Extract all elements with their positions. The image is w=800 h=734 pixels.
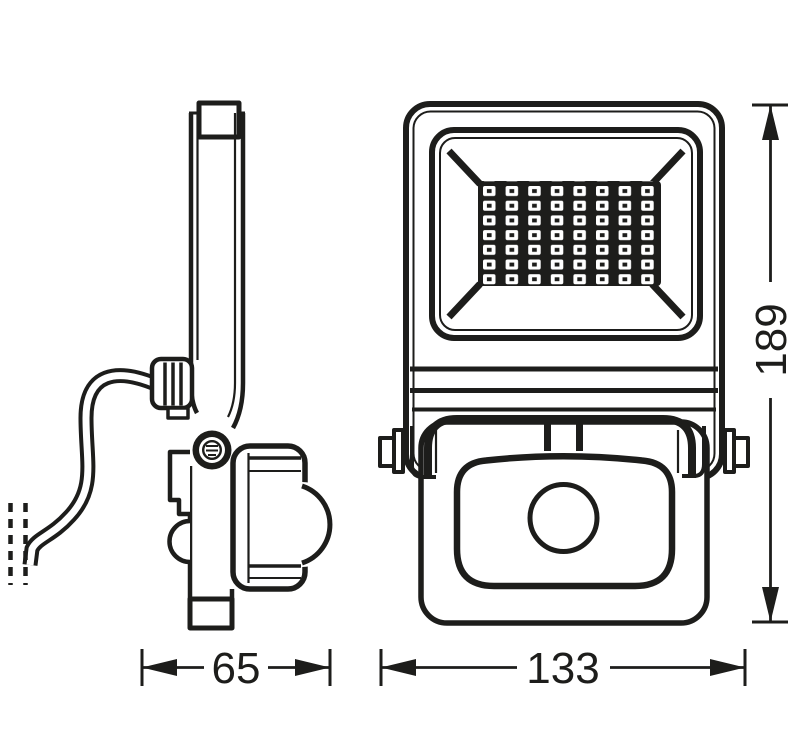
front-view: [378, 101, 750, 626]
width-dimension-label: 133: [526, 644, 599, 693]
reflector-bevel-lines: [446, 148, 686, 320]
sensor-housing-side: [230, 443, 345, 592]
power-cable: [22, 368, 164, 566]
sensor-bracket-bar: [424, 415, 696, 478]
bracket-top-cap: [196, 100, 242, 140]
cooling-fin-lines: [410, 366, 718, 412]
sensor-face: [453, 453, 676, 590]
sensor-dome-fill: [302, 482, 345, 567]
cable-gland: [149, 356, 195, 420]
dimension-width: 133: [379, 644, 747, 693]
dimensions: 65 133 189: [140, 103, 796, 693]
side-view: [8, 100, 345, 631]
dimension-depth: 65: [140, 644, 332, 693]
arrow-left-icon: [142, 659, 177, 676]
bracket-bottom-foot: [187, 596, 235, 631]
led-panel: [478, 181, 661, 286]
pir-sensor-lens: [527, 482, 600, 554]
arrow-up-icon: [762, 105, 779, 140]
wall-surface-hatch: [8, 503, 28, 585]
height-dimension-label: 189: [747, 303, 796, 376]
sensor-dome-side: [301, 483, 333, 566]
arrow-down-icon: [762, 587, 779, 622]
dimension-height: 189: [747, 103, 796, 624]
arrow-right-icon: [710, 659, 745, 676]
arrow-left-icon: [381, 659, 416, 676]
depth-dimension-label: 65: [212, 644, 261, 693]
arrow-right-icon: [295, 659, 330, 676]
side-lug-left: [378, 428, 405, 474]
bracket-knob: [167, 518, 191, 565]
sensor-housing-front: [410, 415, 710, 626]
wall-bracket: [167, 449, 191, 565]
pivot-screw: [192, 430, 232, 470]
led-array: [478, 181, 661, 286]
bracket-hook-left: [410, 426, 436, 479]
side-lug-right: [723, 428, 750, 474]
